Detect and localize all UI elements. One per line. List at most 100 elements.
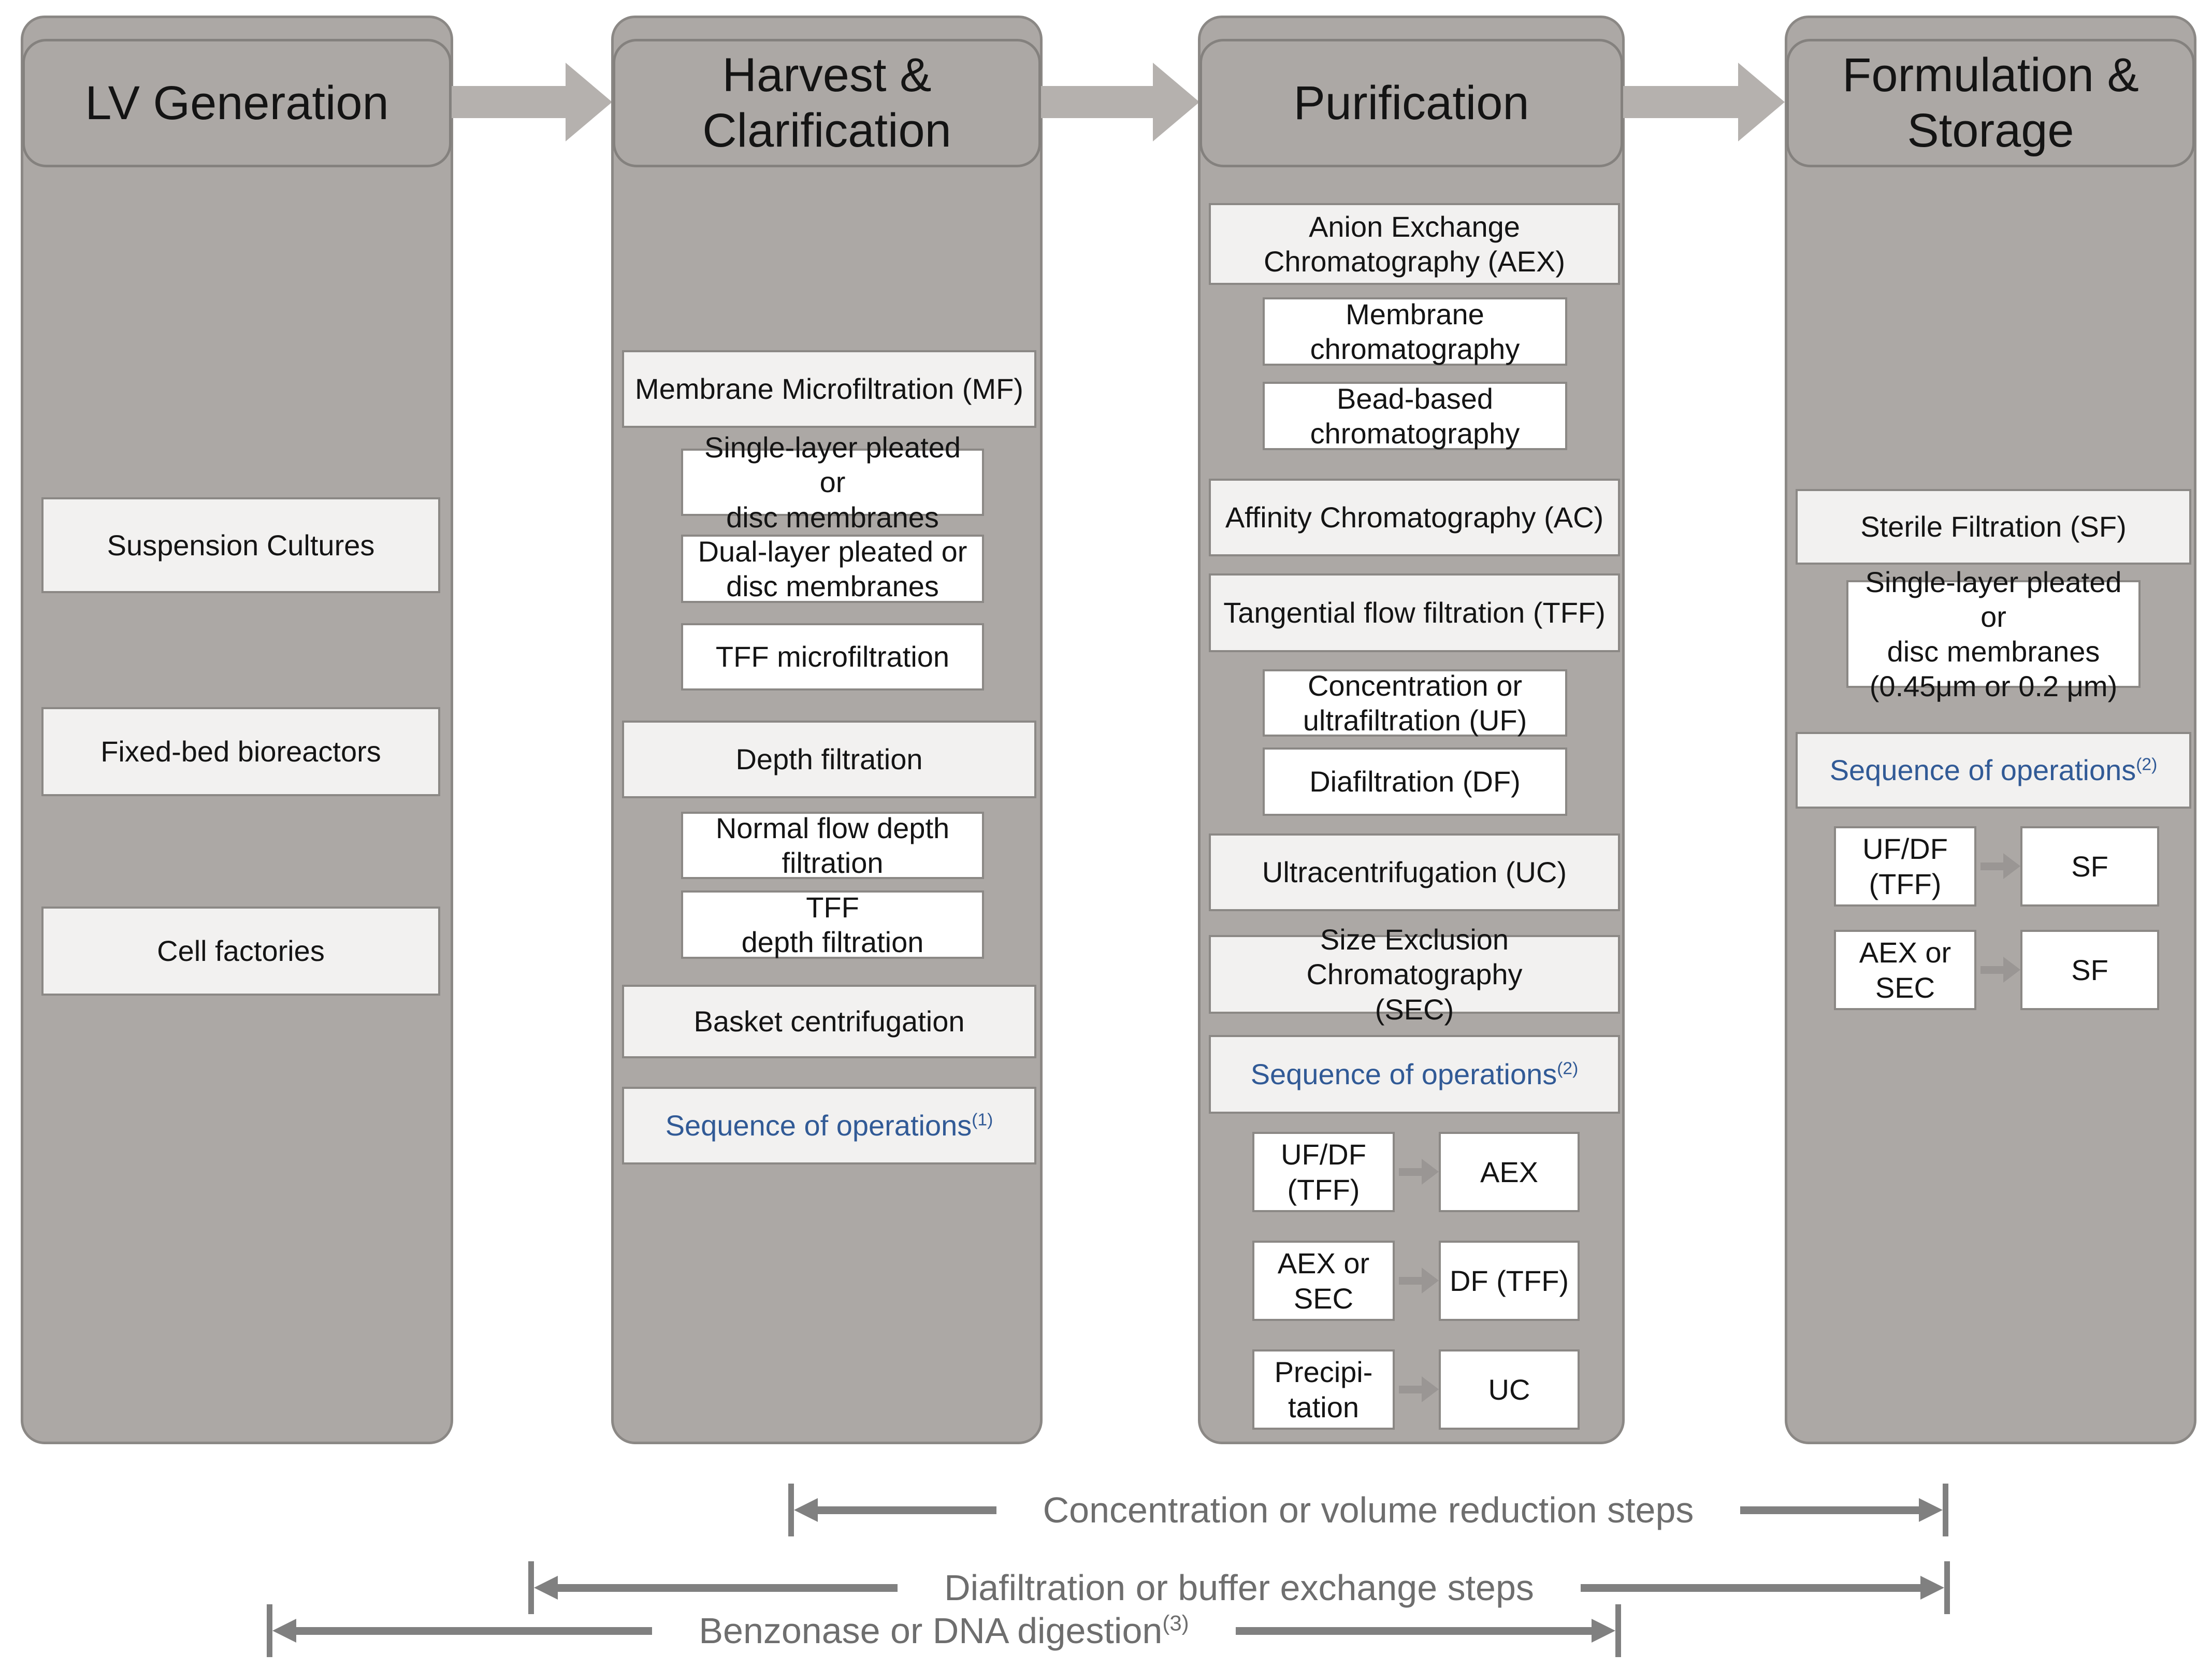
box-label: UC [1488,1373,1530,1406]
arrow-left-icon [794,1498,818,1522]
column-header-formulation-storage: Formulation & Storage [1786,39,2195,167]
dimension-shaft [1740,1506,1919,1514]
box-label: Anion Exchange Chromatography (AEX) [1263,210,1565,278]
arrow-right-icon [2003,957,2020,983]
box-bead-based-chromatography: Bead-based chromatography [1263,382,1567,450]
box-dual-layer-membranes: Dual-layer pleated or disc membranes [681,535,984,603]
dimension-label: Concentration or volume reduction steps [1043,1490,1694,1530]
box-depth-filtration: Depth filtration [622,721,1036,798]
column-purification: Purification Anion Exchange Chromatograp… [1198,16,1625,1444]
sequence-of-operations-label: Sequence of operations(2) [1251,1057,1579,1091]
box-label: Single-layer pleated or disc membranes (… [1865,565,2122,703]
seq-step-to-uc: UC [1439,1349,1580,1430]
arrow-right-icon [1919,1498,1943,1522]
column-title: Purification [1293,76,1529,130]
box-label: Membrane chromatography [1310,297,1520,365]
box-label: Diafiltration (DF) [1309,765,1521,798]
arrow-right-icon [1422,1159,1439,1185]
right-end-bar [1943,1484,1949,1536]
box-label: Bead-based chromatography [1310,382,1520,450]
box-tff-depth-filtration: TFF depth filtration [681,890,984,959]
column-header-lv-generation: LV Generation [22,39,452,167]
box-label: Normal flow depth filtration [715,811,950,879]
dimension-line-concentration: Concentration or volume reduction steps [788,1474,1949,1546]
box-single-layer-membranes-sf: Single-layer pleated or disc membranes (… [1846,566,2141,702]
dimension-label: Diafiltration or buffer exchange steps [944,1568,1534,1608]
dimension-shaft [558,1584,898,1592]
column-title: Harvest & Clarification [702,49,951,157]
sequence-text: Sequence of operations [1829,754,2136,787]
arrow-right-icon [1738,63,1785,141]
seq-arrow [1399,1159,1439,1185]
flow-arrow-3 [1623,40,1785,164]
arrow-right-icon [566,63,612,141]
box-suspension-cultures: Suspension Cultures [41,497,440,593]
arrow-right-icon [1153,63,1199,141]
box-label: Suspension Cultures [107,528,375,562]
arrow-right-icon [2003,853,2020,879]
seq-step-from-aex-sec: AEX or SEC [1834,930,1976,1010]
box-label: Fixed-bed bioreactors [100,735,381,768]
box-membrane-chromatography: Membrane chromatography [1263,297,1567,366]
sequence-of-operations-label: Sequence of operations(1) [666,1108,993,1143]
arrow-right-icon [1422,1376,1439,1402]
box-fixed-bed-bioreactors: Fixed-bed bioreactors [41,707,440,796]
box-label: SF [2071,850,2108,883]
left-end-bar [788,1484,794,1536]
dimension-shaft [1235,1627,1592,1635]
seq-arrow [1980,957,2020,983]
box-tangential-flow-filtration: Tangential flow filtration (TFF) [1209,573,1620,652]
box-label: UF/DF (TFF) [1862,832,1948,900]
seq-step-from-aex-sec: AEX or SEC [1252,1241,1395,1321]
column-lv-generation: LV Generation Suspension Cultures Fixed-… [21,16,453,1444]
box-sequence-of-operations-2: Sequence of operations(2) [1209,1035,1620,1114]
footnote-ref-3: (3) [1162,1611,1189,1635]
dimension-label: Benzonase or DNA digestion(3) [699,1610,1189,1651]
box-label: SF [2071,953,2108,986]
footnote-ref-1: (1) [972,1110,993,1130]
arrow-shaft [1399,1168,1422,1176]
box-label: UF/DF (TFF) [1281,1138,1366,1206]
box-label: Cell factories [157,934,325,968]
box-label: Ultracentrifugation (UC) [1262,856,1567,889]
arrow-shaft [1399,1385,1422,1393]
seq-step-to-sf: SF [2020,826,2159,907]
column-title: Formulation & Storage [1842,49,2139,157]
box-label: Affinity Chromatography (AC) [1225,501,1604,534]
arrow-left-icon [272,1619,296,1643]
dimension-shaft [1580,1584,1920,1592]
footnote-ref-2: (2) [1557,1059,1579,1079]
sequence-text: Sequence of operations [1250,1058,1557,1091]
box-normal-flow-depth-filtration: Normal flow depth filtration [681,812,984,879]
arrow-right-icon [1422,1268,1439,1293]
box-cell-factories: Cell factories [41,907,440,996]
box-label: AEX or SEC [1859,936,1951,1004]
box-sequence-of-operations-1: Sequence of operations(1) [622,1087,1036,1164]
box-label: Tangential flow filtration (TFF) [1223,596,1606,629]
box-anion-exchange-chromatography: Anion Exchange Chromatography (AEX) [1209,203,1620,285]
box-ultracentrifugation: Ultracentrifugation (UC) [1209,833,1620,911]
box-label: TFF depth filtration [741,890,924,958]
seq-step-from-precipitation: Precipi- tation [1252,1349,1395,1430]
box-label: DF (TFF) [1449,1264,1569,1297]
seq-step-to-aex: AEX [1439,1132,1580,1212]
flow-arrow-shaft [1623,86,1738,118]
flow-arrow-2 [1041,40,1199,164]
flow-arrow-shaft [1041,86,1153,118]
arrow-shaft [1399,1276,1422,1285]
box-single-layer-membranes: Single-layer pleated or disc membranes [681,431,984,534]
box-label: Precipi- tation [1274,1356,1373,1423]
column-header-purification: Purification [1199,39,1623,167]
dimension-line-diafiltration: Diafiltration or buffer exchange steps [528,1551,1950,1624]
column-header-harvest-clarification: Harvest & Clarification [613,39,1041,167]
box-label: Membrane Microfiltration (MF) [635,372,1023,406]
dimension-text: Benzonase or DNA digestion [699,1611,1163,1651]
arrow-shaft [1980,862,2003,870]
left-end-bar [267,1604,272,1657]
box-label: TFF microfiltration [715,640,950,673]
box-sequence-of-operations-3: Sequence of operations(2) [1796,732,2191,809]
box-concentration-ultrafiltration: Concentration or ultrafiltration (UF) [1263,669,1567,737]
box-label: AEX [1480,1155,1539,1188]
box-size-exclusion-chromatography: Size Exclusion Chromatography (SEC) [1209,923,1620,1026]
